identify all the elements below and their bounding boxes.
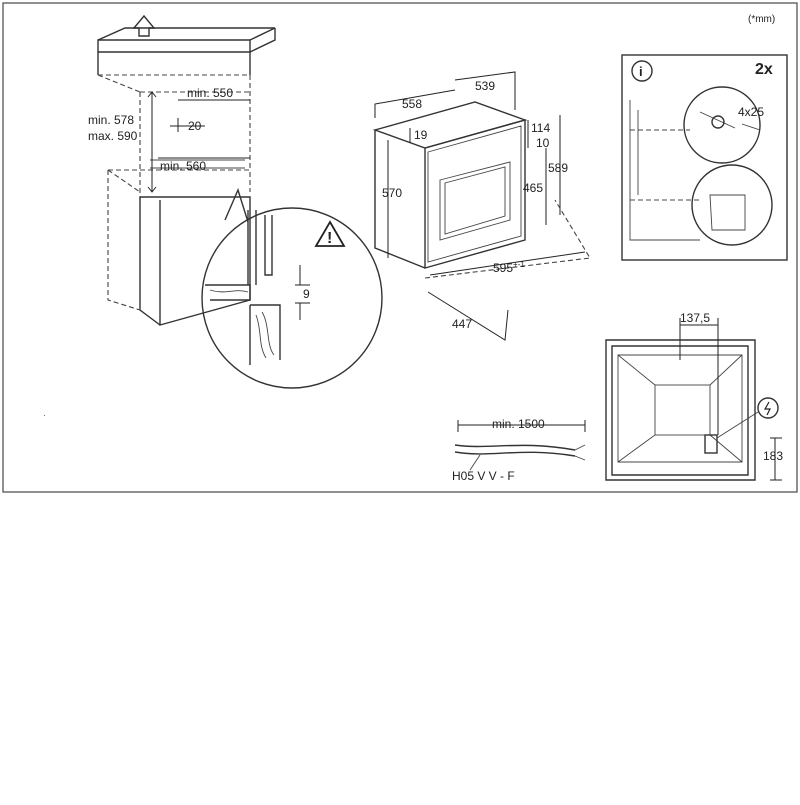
cable-type: H05 V V - F [452, 469, 515, 483]
oven-depth-body: 539 [475, 79, 495, 93]
cabinet-width-min: min. 560 [160, 159, 206, 173]
fixing-screw: 4x25 [738, 105, 764, 119]
fixing-panel: i 2x 4x25 [621, 54, 788, 261]
rear-view: 137,5 183 [605, 311, 783, 481]
oven-width: 595+-1 [493, 260, 525, 275]
oven-bottom-depth: 447 [452, 317, 472, 331]
fixing-count: 2x [755, 61, 773, 78]
detail-gap: 9 [303, 287, 310, 301]
up-arrow-icon [132, 14, 156, 37]
info-icon [631, 60, 653, 82]
oven-height-total: 589 [548, 161, 568, 175]
oven-drawing: 558 539 19 114 10 570 465 589 595+-1 447 [372, 71, 591, 341]
power-icon [757, 397, 779, 419]
oven-front-right-a: 114 [531, 121, 550, 135]
detail-circle: 9 ! [201, 187, 383, 389]
svg-text:·: · [43, 411, 46, 420]
svg-text:i: i [639, 64, 643, 79]
oven-front-right-b: 10 [536, 136, 550, 150]
unit-note: (*mm) [748, 14, 775, 25]
cabinet-gap: 20 [188, 119, 202, 133]
rear-offset-y: 183 [763, 449, 783, 463]
frame-border [2, 2, 798, 493]
rear-offset-x: 137,5 [680, 311, 710, 325]
cable-drawing: min. 1500 H05 V V - F [452, 417, 586, 483]
oven-height-body: 465 [523, 181, 543, 195]
cabinet-height-min: min. 578 [88, 113, 134, 127]
cabinet-drawing: min. 578 max. 590 min. 550 20 min. 560 [88, 14, 276, 326]
oven-height-front: 570 [382, 186, 402, 200]
oven-front-top: 19 [414, 128, 428, 142]
warning-icon [314, 220, 346, 247]
svg-text:!: ! [327, 230, 332, 247]
cable-length: min. 1500 [492, 417, 545, 431]
cabinet-height-max: max. 590 [88, 129, 138, 143]
cabinet-depth-min: min. 550 [187, 86, 233, 100]
oven-depth-total: 558 [402, 97, 422, 111]
